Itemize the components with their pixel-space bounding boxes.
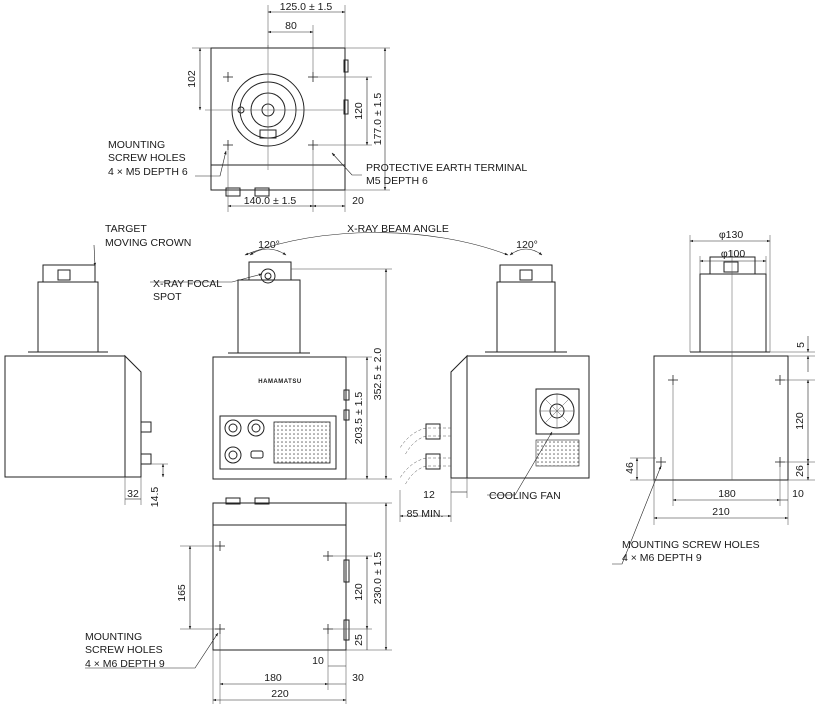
bottom-dim-10: 10 [312, 655, 324, 667]
focal-spot-label-2: SPOT [153, 291, 182, 303]
bottom-mounting-label-3: 4 × M6 DEPTH 9 [85, 658, 165, 670]
top-dim-width-total: 125.0 ± 1.5 [280, 1, 333, 13]
right-mounting-label-2: 4 × M6 DEPTH 9 [622, 552, 702, 564]
right-mounting-label-1: MOUNTING SCREW HOLES [622, 539, 760, 551]
bottom-dim-220: 220 [271, 688, 289, 700]
brand-logo: HAMAMATSU [258, 379, 301, 385]
top-mounting-label-1: MOUNTING [108, 139, 165, 151]
bottom-dim-120: 120 [353, 583, 365, 601]
front-dim-body-height: 203.5 ± 1.5 [353, 392, 365, 445]
top-dim-width-80: 80 [285, 20, 297, 32]
focal-spot-label-1: X-RAY FOCAL [153, 278, 222, 290]
right-dim-120: 120 [794, 412, 806, 430]
target-label-1: TARGET [105, 223, 147, 235]
rear-angle-right: 120° [516, 239, 538, 251]
front-view [150, 232, 509, 480]
bottom-mounting-label-1: MOUNTING [85, 631, 142, 643]
bottom-dim-total: 230.0 ± 1.5 [372, 552, 384, 605]
front-dim-total-height: 352.5 ± 2.0 [372, 348, 384, 401]
top-mounting-label-2: SCREW HOLES [108, 152, 186, 164]
right-dim-phi130: φ130 [719, 229, 743, 241]
right-dim-46: 46 [624, 462, 636, 474]
rear-dim-12: 12 [423, 489, 435, 501]
right-view [612, 235, 815, 565]
top-view [192, 5, 390, 212]
right-dim-210: 210 [712, 506, 730, 518]
top-dim-height-102: 102 [186, 70, 198, 88]
right-dim-phi100: φ100 [721, 248, 745, 260]
rear-view [399, 248, 590, 522]
bottom-dim-180: 180 [264, 672, 282, 684]
right-dim-180: 180 [718, 488, 736, 500]
bottom-dim-165: 165 [176, 584, 188, 602]
left-dim-32: 32 [127, 488, 139, 500]
cooling-fan-label: COOLING FAN [489, 490, 561, 502]
left-dim-14-5: 14.5 [149, 487, 161, 508]
bottom-view [85, 497, 392, 704]
target-label-2: MOVING CROWN [105, 237, 191, 249]
bottom-dim-30: 30 [352, 672, 364, 684]
bottom-dim-25: 25 [353, 634, 365, 646]
rear-dim-85-min: 85 MIN. [407, 508, 444, 520]
top-dim-bottom-width: 140.0 ± 1.5 [244, 195, 297, 207]
right-dim-26: 26 [794, 465, 806, 477]
top-mounting-label-3: 4 × M5 DEPTH 6 [108, 166, 188, 178]
front-angle-left: 120° [258, 239, 280, 251]
right-dim-5: 5 [795, 342, 807, 348]
left-side-view [4, 244, 168, 505]
top-dim-height-total: 177.0 ± 1.5 [372, 93, 384, 146]
bottom-mounting-label-2: SCREW HOLES [85, 644, 163, 656]
top-dim-height-120: 120 [353, 102, 365, 120]
right-dim-10: 10 [792, 488, 804, 500]
earth-terminal-label-1: PROTECTIVE EARTH TERMINAL [366, 162, 527, 174]
beam-angle-label: X-RAY BEAM ANGLE [347, 223, 449, 235]
earth-terminal-label-2: M5 DEPTH 6 [366, 175, 428, 187]
top-dim-bottom-20: 20 [352, 195, 364, 207]
